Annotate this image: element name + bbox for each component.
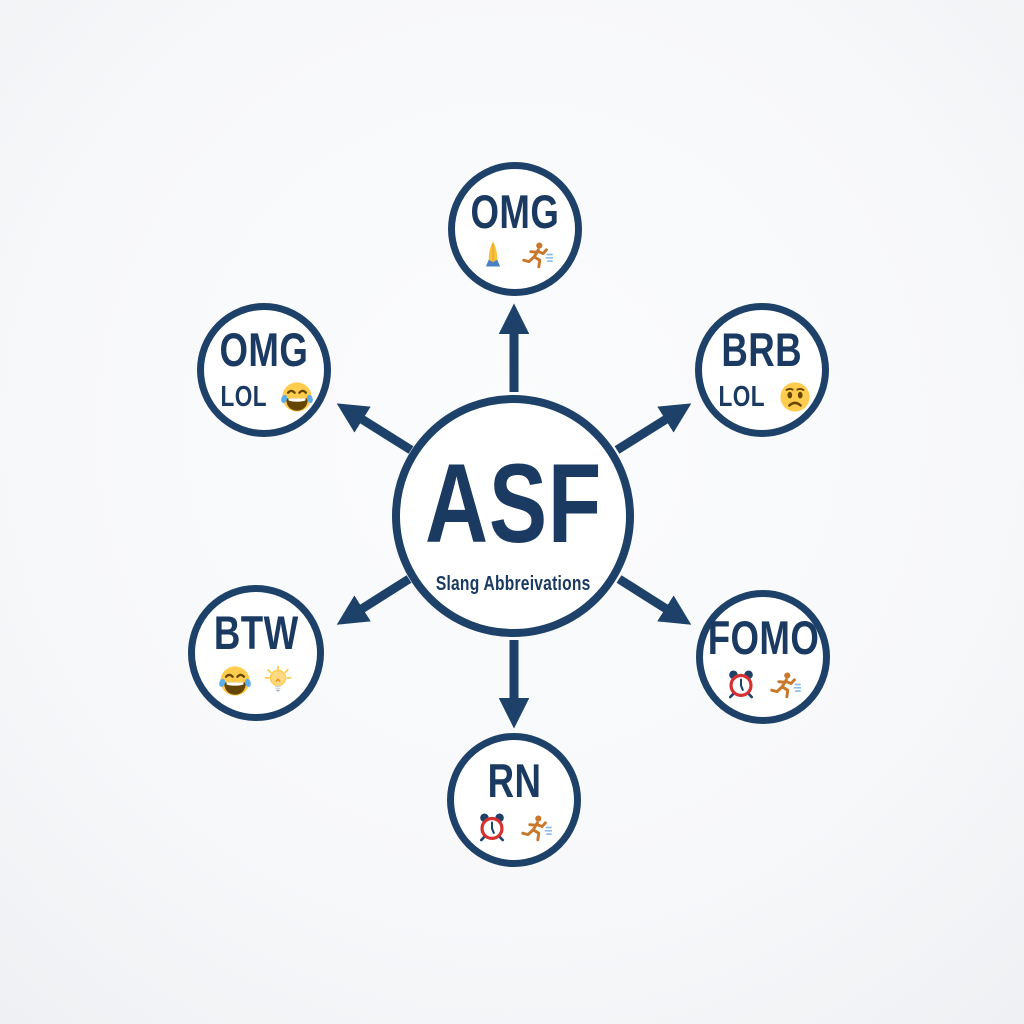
runner-icon — [770, 671, 801, 698]
worried-face-icon — [780, 382, 810, 412]
arrow-center-to-bottom-right — [616, 575, 692, 625]
node-label: OMG — [470, 184, 560, 238]
center-subtitle: Slang Abbreivations — [435, 573, 591, 595]
node-sublabel: LOL — [718, 380, 765, 413]
sub-row: LOL — [214, 380, 315, 414]
arrow-center-to-top-right — [614, 403, 692, 454]
node-label: OMG — [219, 323, 309, 376]
center-title: ASF — [424, 441, 602, 566]
runner-icon — [522, 241, 553, 268]
node-sublabel: LOL — [220, 380, 267, 413]
node-btw: BTW — [188, 585, 324, 721]
runner-icon — [521, 814, 552, 841]
arrow-center-to-bottom-left — [336, 575, 412, 625]
node-omg-lol: OMG LOL — [197, 303, 331, 437]
node-label: BTW — [213, 605, 299, 659]
alarm-clock-icon — [480, 813, 504, 841]
node-center-asf: ASF Slang Abbreivations — [392, 395, 634, 637]
node-omg-top: OMG — [448, 162, 582, 296]
icon-row — [476, 812, 552, 844]
sub-row: LOL — [712, 380, 813, 414]
joy-face-icon — [219, 665, 251, 696]
node-rn: RN — [447, 733, 581, 867]
alarm-clock-icon — [729, 670, 753, 698]
node-label: FOMO — [707, 610, 819, 664]
icon-row — [477, 239, 553, 271]
node-fomo: FOMO — [696, 590, 830, 724]
arrow-center-to-top-left — [336, 403, 414, 454]
node-brb-lol: BRB LOL — [695, 303, 829, 437]
folded-hands-icon — [485, 241, 501, 267]
lightbulb-icon — [264, 664, 292, 691]
node-label: BRB — [721, 323, 803, 376]
joy-face-icon — [281, 382, 314, 412]
node-label: RN — [487, 753, 541, 807]
icon-row — [218, 664, 294, 698]
icon-row — [725, 669, 801, 701]
